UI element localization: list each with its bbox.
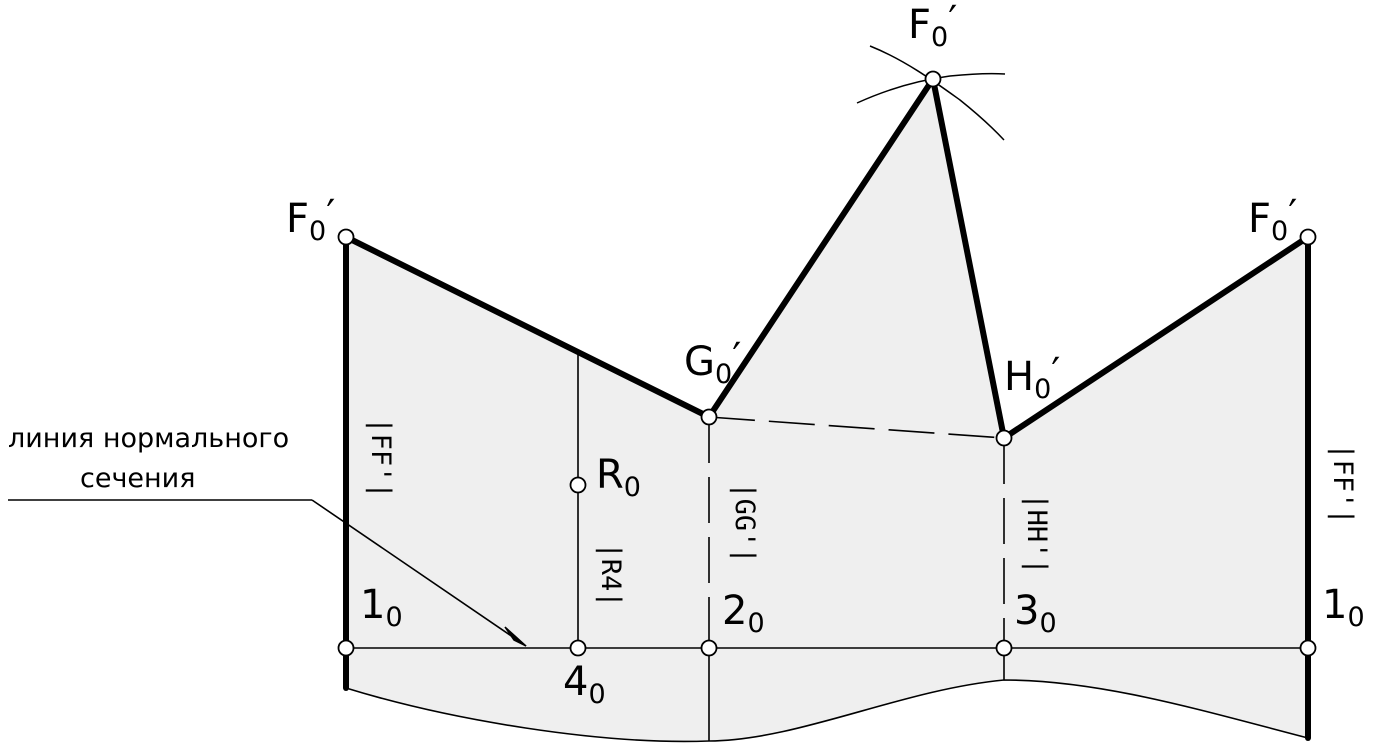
node-g0 bbox=[700, 408, 718, 426]
label-4: 40 bbox=[563, 659, 606, 710]
dashed-g-h bbox=[708, 416, 1005, 439]
dim-r4: |R4| bbox=[595, 542, 626, 607]
dim-ff-right: |FF'| bbox=[1327, 443, 1358, 524]
label-g0: G0′ bbox=[684, 335, 741, 390]
construction-arcs bbox=[856, 45, 1006, 141]
label-1-left: 10 bbox=[360, 582, 403, 633]
label-2: 20 bbox=[722, 588, 765, 639]
node-4 bbox=[569, 639, 587, 657]
dim-ff-left: |FF'| bbox=[365, 417, 396, 498]
node-3 bbox=[995, 639, 1013, 657]
dimension-labels: |FF'| |R4| |GG'| |HH'| |FF'| bbox=[365, 417, 1358, 607]
node-f0-top bbox=[924, 70, 942, 88]
construction-arc-1 bbox=[869, 45, 1005, 141]
node-f0-left bbox=[337, 228, 355, 246]
point-labels: F0′ F0′ F0′ G0′ H0′ R0 10 40 20 30 10 bbox=[286, 0, 1365, 710]
development-surface bbox=[346, 79, 1308, 742]
node-points bbox=[337, 70, 1317, 657]
node-1-right bbox=[1299, 639, 1317, 657]
leader-line-diagonal bbox=[311, 499, 527, 647]
dim-gg: |GG'| bbox=[729, 482, 760, 563]
bottom-edge-curve bbox=[345, 679, 1309, 743]
edge-g-ftop bbox=[706, 76, 936, 420]
annotation-line-2: сечения bbox=[80, 463, 195, 494]
node-r0 bbox=[569, 476, 587, 494]
label-f0-left: F0′ bbox=[286, 192, 335, 247]
dim-hh: |HH'| bbox=[1021, 493, 1052, 574]
construction-arc-2 bbox=[856, 72, 1006, 104]
node-f0-right bbox=[1299, 228, 1317, 246]
label-3: 30 bbox=[1014, 588, 1057, 639]
label-1-right: 10 bbox=[1322, 582, 1365, 633]
edge-f-g bbox=[343, 234, 712, 420]
dashed-lines bbox=[708, 416, 1005, 648]
label-r0: R0 bbox=[596, 452, 641, 503]
node-1-left bbox=[337, 639, 355, 657]
leader-arrowhead bbox=[504, 626, 527, 647]
node-h0 bbox=[995, 429, 1013, 447]
annotation: линия нормального сечения bbox=[8, 423, 289, 494]
thick-edges bbox=[343, 76, 1311, 741]
edge-h-fright bbox=[1001, 234, 1311, 441]
annotation-line-1: линия нормального bbox=[8, 423, 289, 454]
label-f0-right: F0′ bbox=[1248, 192, 1297, 247]
node-2 bbox=[700, 639, 718, 657]
edge-ftop-h bbox=[930, 76, 1007, 441]
label-f0-top: F0′ bbox=[908, 0, 957, 53]
label-h0: H0′ bbox=[1004, 350, 1060, 405]
